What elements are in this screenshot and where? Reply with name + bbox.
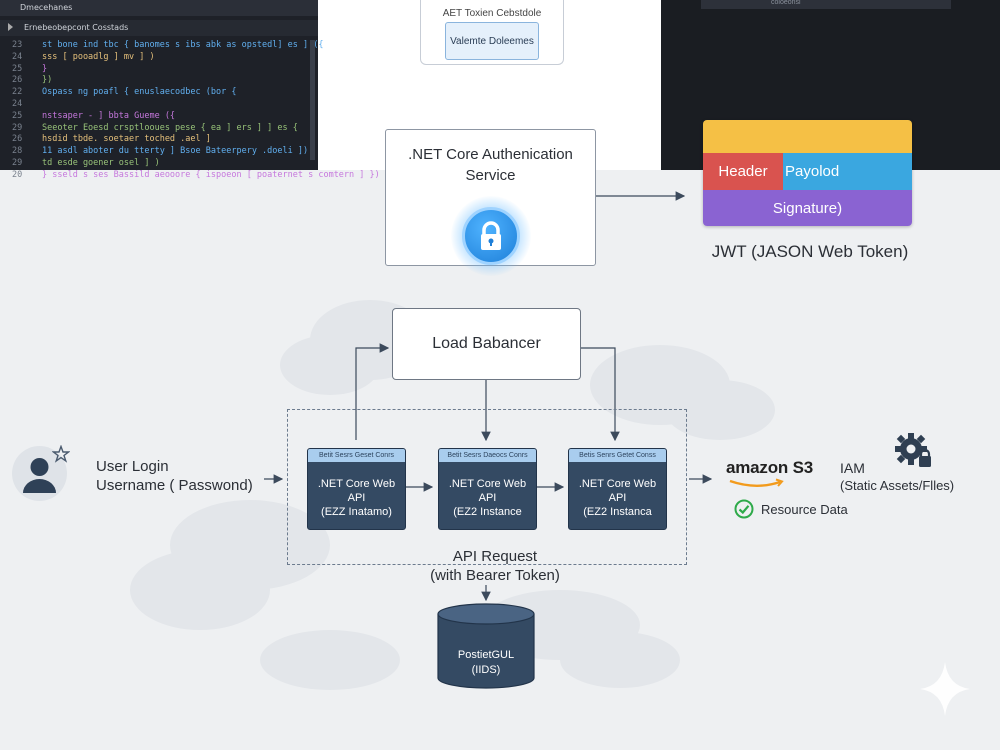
code-line: 23 st bone ind tbc { banomes s ibs abk a…	[0, 40, 323, 52]
user-login-line1: User Login	[96, 458, 169, 475]
chevron-right-icon[interactable]	[8, 23, 13, 31]
code-editor-panel: Dmecehanes Ernebeobepcont Cosstads 23 st…	[0, 0, 380, 180]
line-code: })	[42, 75, 53, 86]
instance-body: .NET Core Web API (EZ2 Instanca	[569, 477, 666, 519]
code-line: 22 Ospass ng poafl { enuslaecodbec (bor …	[0, 87, 318, 99]
api-instance-3[interactable]: Betis Senrs Getet Conss .NET Core Web AP…	[568, 448, 667, 530]
check-icon	[734, 499, 754, 519]
code-line: 28 11 asdl aboter du tterty ] Bsoe Batee…	[0, 146, 318, 158]
iam-label: IAM (Static Assets/Flles)	[840, 460, 954, 494]
line-code: sss [ pooadlg ] mv ] )	[42, 51, 155, 62]
api-request-caption: API Request (with Bearer Token)	[395, 547, 595, 585]
instance-title: .NET Core Web API	[578, 478, 657, 504]
auth-service-title: .NET Core Authenication Service	[386, 144, 595, 186]
instance-title: .NET Core Web API	[448, 478, 527, 504]
user-login-line2: Username ( Passwond)	[96, 477, 253, 494]
star-icon	[52, 445, 70, 463]
code-line: 26 hsdid tbde. soetaer toched .ael ]	[0, 134, 318, 146]
iam-title: IAM	[840, 460, 865, 476]
code-line: 24	[0, 99, 318, 111]
jwt-caption: JWT (JASON Web Token)	[711, 242, 909, 261]
database-icon[interactable]	[436, 602, 536, 692]
auth-service-box[interactable]: .NET Core Authenication Service	[385, 129, 596, 276]
code-line: 20 } sseld s ses Bassild aeooore { ispoe…	[0, 169, 380, 182]
sparkle-icon	[920, 662, 970, 716]
validate-button[interactable]: Valemte Doleemes	[445, 22, 539, 60]
instance-header: Betit Sesrs Daeocs Conrs	[439, 449, 536, 462]
line-code: } sseld s ses Bassild aeooore { ispoeon …	[42, 169, 380, 180]
line-number: 25	[12, 110, 23, 121]
database-line1: PostietGUL	[457, 649, 515, 661]
api-request-line1: API Request	[452, 548, 538, 565]
load-balancer-box[interactable]: Load Babancer	[392, 308, 581, 380]
jwt-header: Header	[703, 153, 783, 190]
instance-header: Betis Senrs Getet Conss	[569, 449, 666, 462]
editor-tab-title: Dmecehanes	[20, 3, 73, 12]
code-line: 29 Seeoter Eoesd crsptlooues pese { ea ]…	[0, 123, 318, 135]
dark-panel-strip: coloeonsl	[701, 0, 951, 9]
line-number: 23	[12, 40, 23, 50]
code-line: 24 sss [ pooadlg ] mv ] )	[0, 52, 318, 64]
jwt-payload: Payolod	[783, 153, 912, 190]
instance-body: .NET Core Web API (EZ2 Instance	[439, 477, 536, 519]
jwt-token-card: Header Payolod Signature)	[703, 120, 912, 226]
user-login-label: User Login Username ( Passwond)	[96, 457, 253, 495]
line-code: 11 asdl aboter du tterty ] Bsoe Bateerpe…	[42, 146, 309, 157]
editor-tab[interactable]: Dmecehanes	[0, 0, 318, 16]
line-code: td esde goener osel ] )	[42, 157, 160, 168]
iam-subtitle: (Static Assets/Flles)	[840, 478, 955, 493]
database-line2: (IIDS)	[471, 664, 501, 676]
line-number: 28	[12, 146, 23, 157]
jwt-signature: Signature)	[703, 190, 912, 226]
lock-icon	[462, 207, 520, 265]
editor-path-title: Ernebeobepcont Cosstads	[24, 23, 129, 32]
code-lines: 23 st bone ind tbc { banomes s ibs abk a…	[0, 40, 380, 182]
instance-subtitle: (EZ2 Instance	[453, 506, 522, 518]
line-number: 22	[12, 87, 23, 98]
line-number: 24	[12, 98, 23, 109]
code-line: 29 td esde goener osel ] )	[0, 158, 318, 170]
line-number: 25	[12, 63, 23, 74]
instance-subtitle: (EZZ Inatamo)	[321, 506, 392, 518]
line-code: nstsaper - ] bbta Gueme ({	[42, 110, 176, 121]
line-code: hsdid tbde. soetaer toched .ael ]	[42, 134, 211, 145]
line-code: Seeoter Eoesd crsptlooues pese { ea ] er…	[42, 122, 298, 133]
amazon-smile-icon	[729, 478, 784, 487]
line-number: 26	[12, 134, 23, 145]
instance-body: .NET Core Web API (EZZ Inatamo)	[308, 477, 405, 519]
line-number: 29	[12, 122, 23, 133]
api-request-line2: (with Bearer Token)	[430, 567, 560, 584]
line-number: 26	[12, 75, 23, 86]
code-line: 25 }	[0, 64, 318, 76]
auth-title-line1: .NET Core Authenication	[408, 146, 573, 163]
code-line: 25 nstsaper - ] bbta Gueme ({	[0, 111, 318, 123]
api-instance-1[interactable]: Betit Sesrs Geset Conrs .NET Core Web AP…	[307, 448, 406, 530]
jwt-top-band	[703, 120, 912, 153]
amazon-s3-logo: amazon S3	[726, 458, 814, 477]
code-line: 26 })	[0, 75, 318, 87]
database-label: PostietGUL (IIDS)	[438, 648, 534, 678]
token-validation-card: AET Toxien Cebstdole Valemte Doleemes	[420, 0, 564, 65]
line-number: 20	[12, 169, 23, 180]
line-code: }	[42, 63, 48, 74]
line-number: 24	[12, 51, 23, 62]
editor-scrollbar[interactable]	[310, 40, 315, 160]
line-code: st bone ind tbc { banomes s ibs abk as o…	[42, 40, 324, 50]
api-instance-2[interactable]: Betit Sesrs Daeocs Conrs .NET Core Web A…	[438, 448, 537, 530]
dark-strip-text: coloeonsl	[771, 0, 801, 6]
editor-path-bar: Ernebeobepcont Cosstads	[0, 20, 318, 36]
token-card-label: AET Toxien Cebstdole	[442, 8, 542, 19]
gear-lock-icon	[895, 433, 931, 467]
api-instance-group	[287, 409, 687, 565]
auth-title-line2: Service	[465, 167, 516, 184]
line-number: 29	[12, 157, 23, 168]
instance-title: .NET Core Web API	[317, 478, 396, 504]
line-code: Ospass ng poafl { enuslaecodbec (bor {	[42, 87, 237, 98]
resource-data-label: Resource Data	[761, 502, 848, 517]
instance-subtitle: (EZ2 Instanca	[583, 506, 652, 518]
instance-header: Betit Sesrs Geset Conrs	[308, 449, 405, 462]
